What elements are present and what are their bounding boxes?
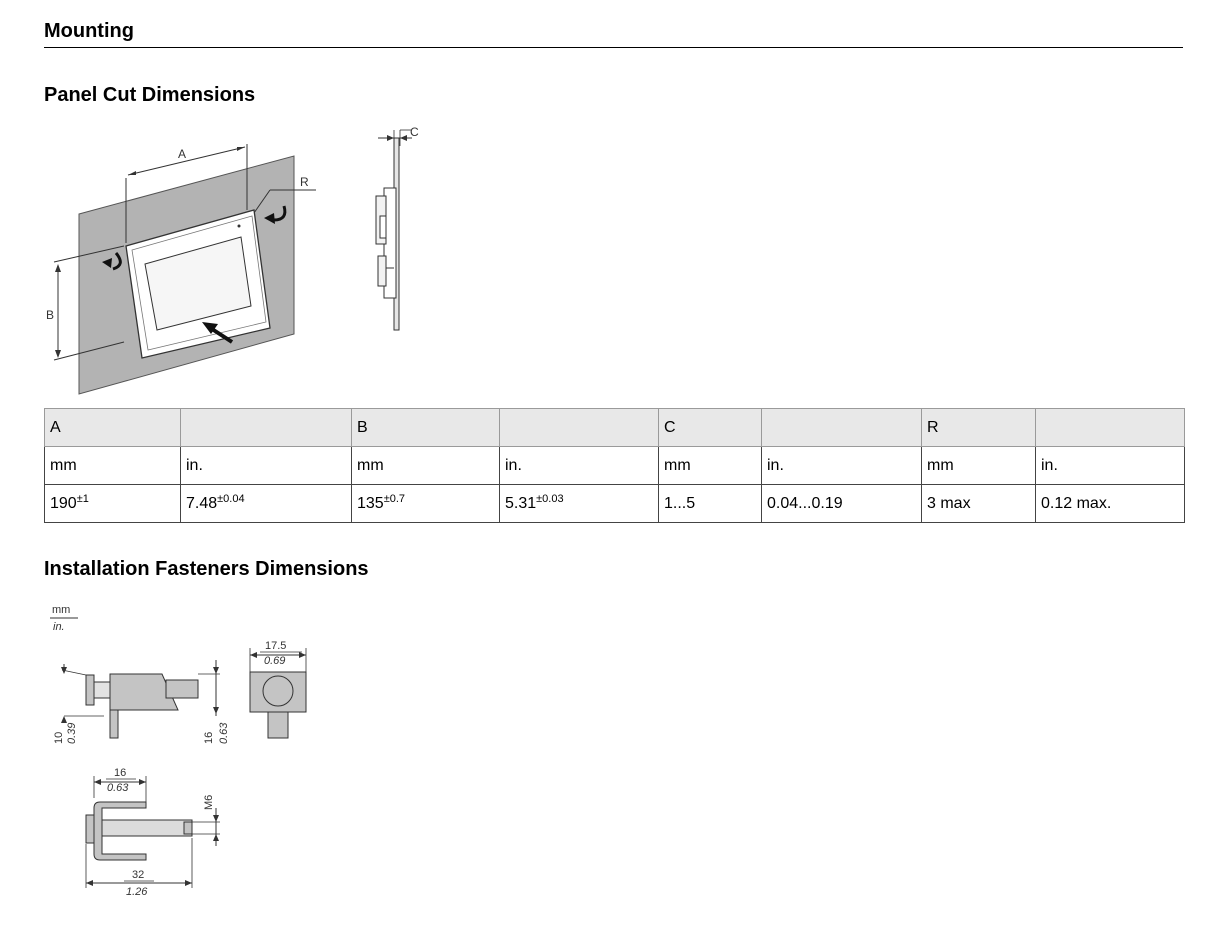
side-view: C — [375, 125, 419, 331]
header-r: R — [921, 408, 1036, 447]
label-a: A — [178, 147, 186, 161]
dim-height-in: 0.39 — [66, 723, 78, 744]
dim-right-mm: 16 — [203, 732, 215, 744]
section-heading-panel-cut: Panel Cut Dimensions — [44, 84, 256, 106]
fastener-top-view: 16 0.63 M6 32 1.26 — [85, 767, 220, 898]
dim-width-in: 0.69 — [264, 655, 285, 667]
unit-cell: mm — [921, 446, 1036, 485]
fastener-front-view: 17.5 0.69 — [249, 640, 307, 739]
value-cell: 7.48±0.04 — [180, 484, 352, 523]
dim-thread: M6 — [203, 795, 215, 810]
page-title: Mounting — [44, 20, 1183, 48]
dim-height-mm: 10 — [53, 732, 65, 744]
unit-cell: mm — [658, 446, 762, 485]
rotate-arrow-left-icon — [112, 252, 122, 271]
header-c: C — [658, 408, 762, 447]
dim-top-mm: 16 — [114, 767, 126, 779]
value-cell: 0.12 max. — [1035, 484, 1185, 523]
header-b: B — [351, 408, 500, 447]
unit-cell: in. — [180, 446, 352, 485]
unit-mm-label: mm — [52, 604, 70, 616]
unit-cell: in. — [499, 446, 659, 485]
rotate-arrow-right-icon — [273, 205, 287, 222]
dim-length-in: 1.26 — [126, 886, 148, 898]
table-values-row: 190±1 7.48±0.04 135±0.7 5.31±0.03 1...5 … — [44, 484, 1185, 523]
unit-cell: in. — [1035, 446, 1185, 485]
fastener-drawings: mm in. 10 0.39 16 0.63 17.5 0.69 — [50, 604, 307, 898]
fastener-side-view: 10 0.39 16 0.63 — [53, 660, 230, 744]
value-cell: 1...5 — [658, 484, 762, 523]
dim-right-in: 0.63 — [218, 722, 230, 744]
unit-cell: mm — [351, 446, 500, 485]
value-cell: 5.31±0.03 — [499, 484, 659, 523]
section-heading-fasteners: Installation Fasteners Dimensions — [44, 558, 369, 580]
label-c: C — [410, 125, 419, 139]
unit-in-label: in. — [53, 621, 65, 633]
table-units-row: mm in. mm in. mm in. mm in. — [44, 446, 1185, 485]
dim-top-in: 0.63 — [107, 782, 129, 794]
dim-length-mm: 32 — [132, 869, 144, 881]
unit-cell: in. — [761, 446, 922, 485]
unit-cell: mm — [44, 446, 181, 485]
table-header-row: A B C R — [44, 408, 1185, 447]
push-arrow-icon — [202, 322, 218, 334]
header-a: A — [44, 408, 181, 447]
value-cell: 190±1 — [44, 484, 181, 523]
panel-cut-illustration: A B R C — [46, 125, 419, 395]
value-cell: 135±0.7 — [351, 484, 500, 523]
label-b: B — [46, 308, 54, 322]
value-cell: 3 max — [921, 484, 1036, 523]
value-cell: 0.04...0.19 — [761, 484, 922, 523]
hmi-screen — [144, 236, 252, 331]
panel-cut-table: A B C R mm in. mm in. mm in. mm in. 190±… — [44, 408, 1185, 523]
dim-width-mm: 17.5 — [265, 640, 286, 652]
label-r: R — [300, 175, 309, 189]
